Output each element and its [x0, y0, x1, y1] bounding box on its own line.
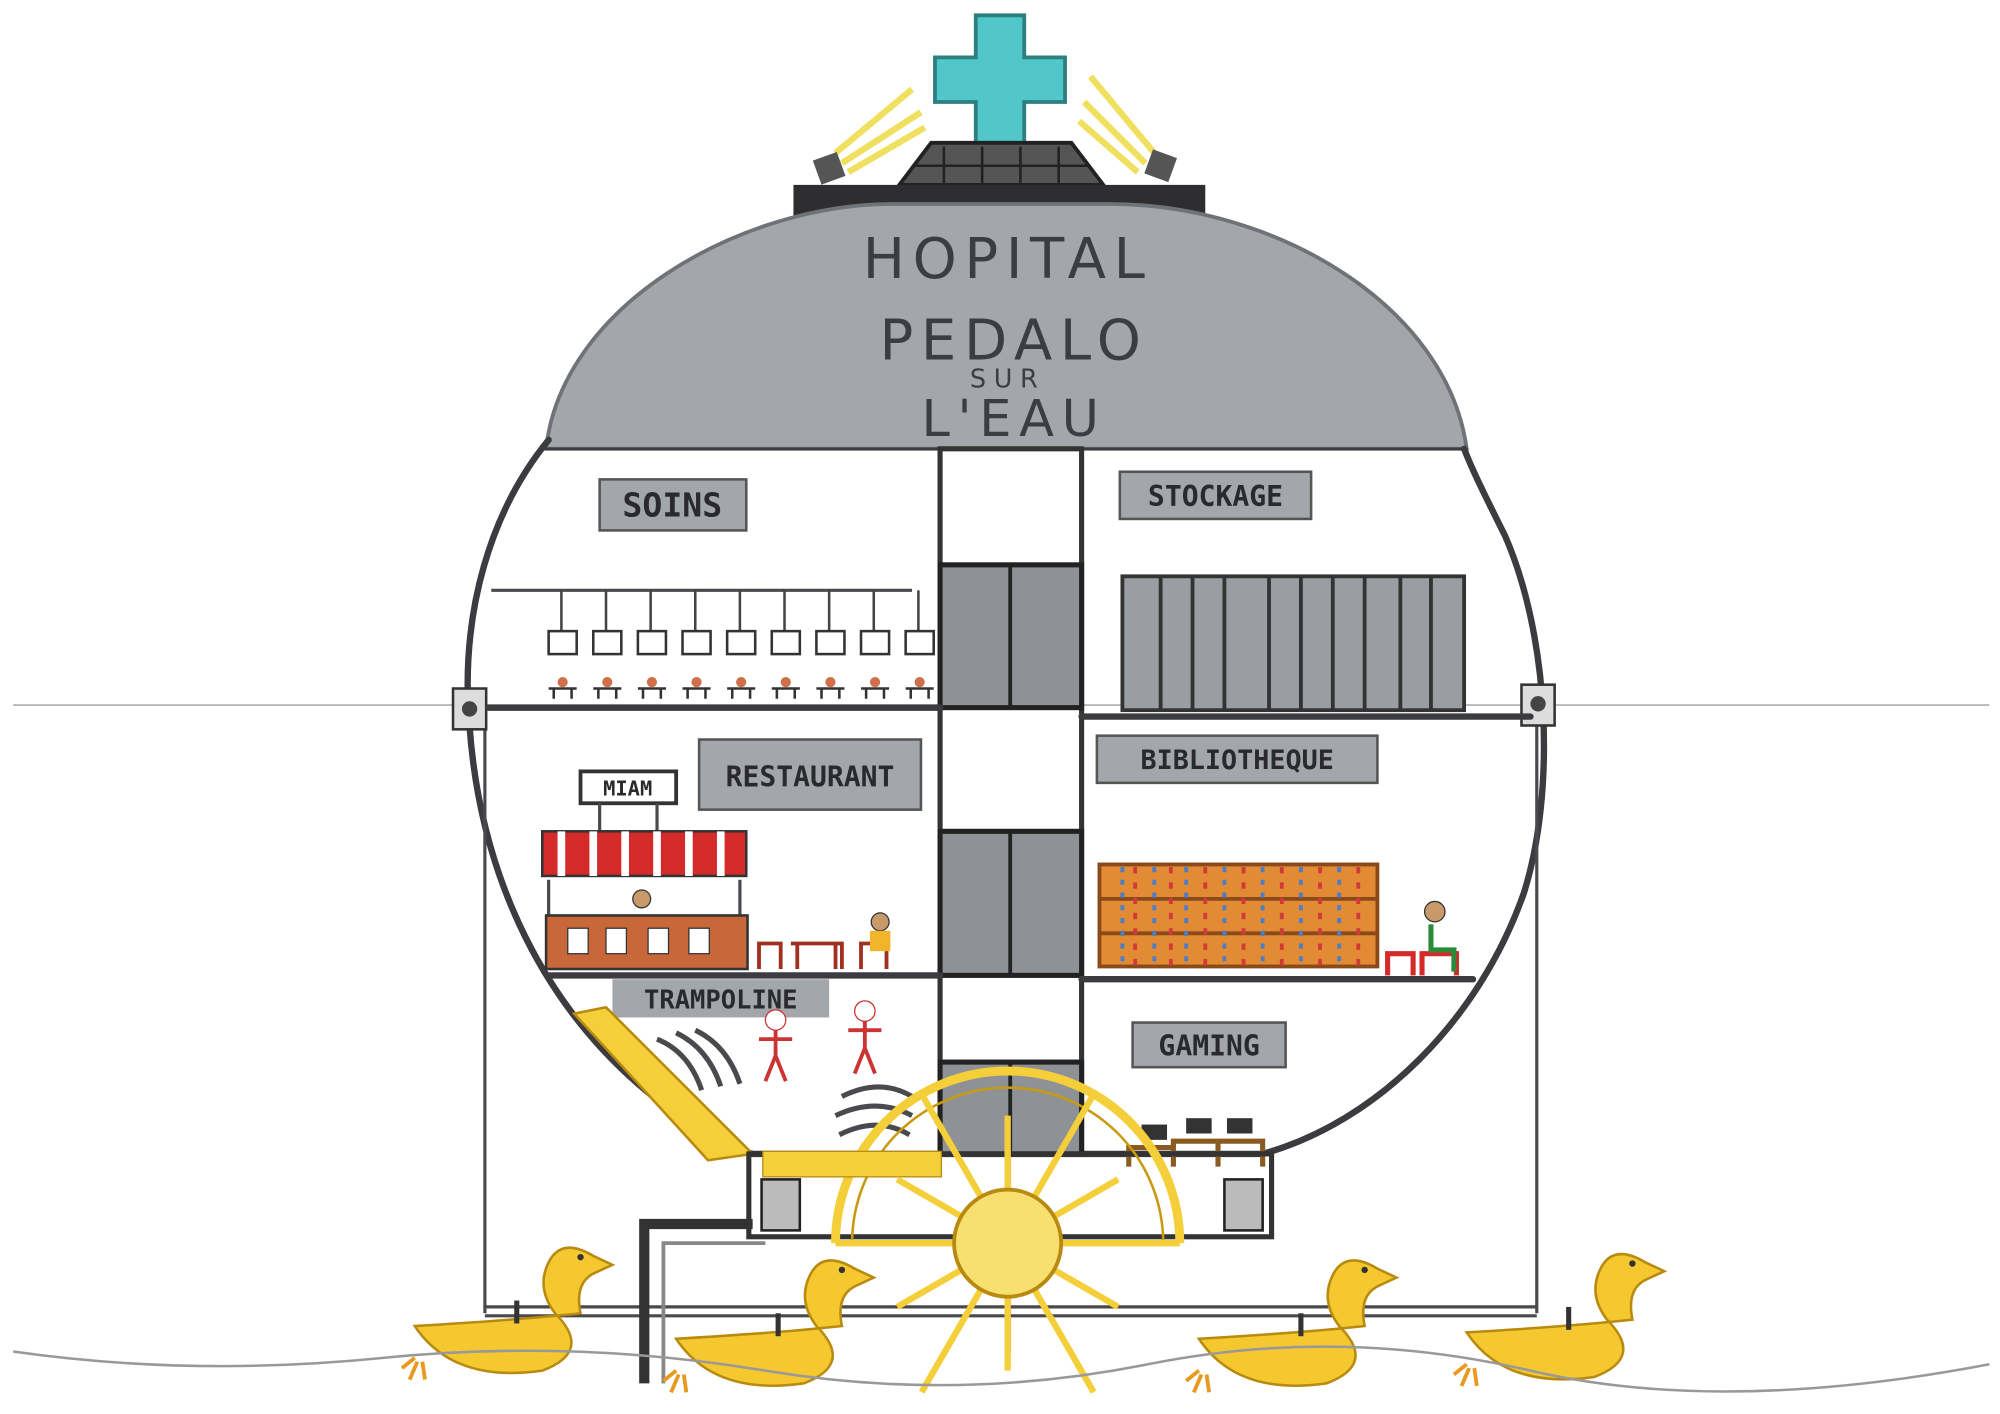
- wheel-hub: [952, 1187, 1064, 1299]
- room-label-soins: SOINS: [598, 478, 748, 532]
- care-bed: [681, 590, 712, 699]
- medical-cross: [933, 13, 1067, 145]
- care-bed: [547, 590, 578, 699]
- care-bed: [815, 590, 846, 699]
- trampoline-area: [571, 1000, 914, 1162]
- miam-sign: MIAM: [603, 777, 652, 801]
- title-line-3: SUR: [970, 365, 1046, 395]
- floors: [485, 588, 1534, 983]
- svg-text:GAMING: GAMING: [1158, 1030, 1259, 1063]
- care-bed: [859, 590, 891, 699]
- room-label-bibliotheque: BIBLIOTHEQUE: [1095, 734, 1379, 785]
- storage-racks: [1120, 574, 1467, 713]
- title-line-4: L'EAU: [921, 390, 1106, 449]
- room-label-stockage: STOCKAGE: [1118, 470, 1313, 521]
- svg-text:SOINS: SOINS: [622, 485, 722, 524]
- dome: [543, 202, 1469, 451]
- duck-pedalo: [400, 1246, 616, 1381]
- restaurant-counter: MIAM: [540, 769, 891, 971]
- duck-pedalo: [1452, 1252, 1668, 1387]
- care-bed: [770, 590, 802, 699]
- room-label-restaurant: RESTAURANT: [697, 738, 923, 811]
- care-bed: [725, 590, 757, 699]
- title-line-1: HOPITAL: [863, 227, 1153, 292]
- spotlight-left: [812, 86, 927, 185]
- library-shelves: [1097, 862, 1460, 976]
- elevator-shaft: [937, 446, 1085, 1157]
- room-label-gaming: GAMING: [1131, 1021, 1287, 1069]
- hospital-title: HOPITAL PEDALO SUR L'EAU: [863, 227, 1153, 449]
- duck-pedalos: [400, 1246, 1668, 1394]
- care-bed: [904, 590, 935, 699]
- water-line: [12, 1345, 1990, 1393]
- care-bed: [636, 590, 668, 699]
- duck-pedalo: [662, 1259, 877, 1394]
- svg-text:STOCKAGE: STOCKAGE: [1148, 480, 1283, 513]
- care-beds: [547, 590, 935, 699]
- duck-pedalo: [1184, 1259, 1400, 1394]
- svg-text:BIBLIOTHEQUE: BIBLIOTHEQUE: [1140, 745, 1333, 776]
- room-label-trampoline: TRAMPOLINE: [612, 979, 830, 1018]
- title-line-2: PEDALO: [879, 309, 1148, 374]
- paddle-wheel: [762, 1066, 1185, 1394]
- spotlight-right: [1076, 74, 1177, 183]
- svg-text:RESTAURANT: RESTAURANT: [726, 761, 895, 794]
- care-bed: [591, 590, 623, 699]
